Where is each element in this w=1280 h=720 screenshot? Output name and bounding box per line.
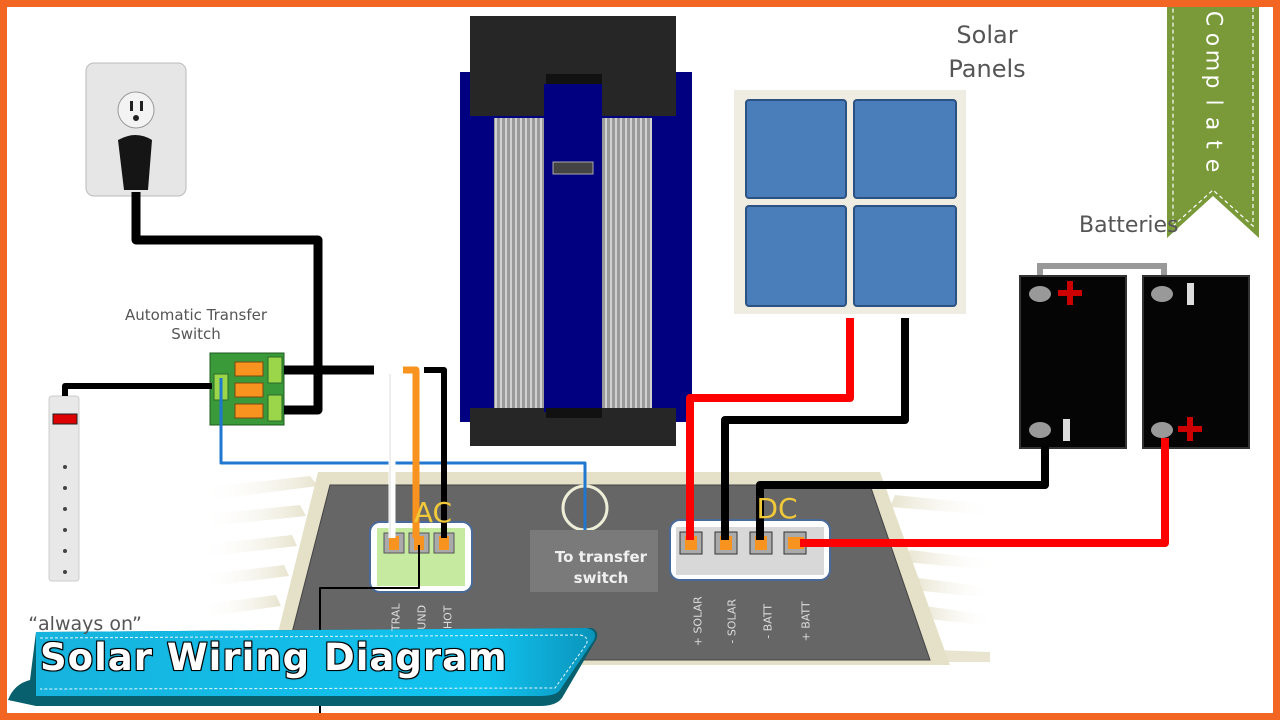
solar-cell — [853, 205, 957, 307]
batteries — [1019, 263, 1250, 449]
dc-terminal-neg-solar: - SOLAR — [725, 598, 739, 644]
solar-label-line1: Solar — [956, 21, 1018, 49]
wall-outlet — [85, 62, 187, 197]
power-strip — [48, 395, 80, 582]
complate-ribbon — [1167, 7, 1259, 238]
to-transfer-line1: To transfer — [554, 548, 648, 566]
heat-fins-left — [200, 476, 318, 616]
wires — [62, 192, 1169, 713]
inverter — [460, 16, 692, 446]
wire-signal — [219, 378, 587, 530]
diagram-frame: Solar Panels Batteries Automatic Transfe… — [7, 7, 1273, 713]
solar-cell — [853, 99, 957, 199]
plus-icon — [1058, 281, 1082, 305]
transfer-switch-line2: Switch — [171, 325, 221, 344]
wire-solar-negative — [721, 318, 909, 540]
solar-panels-label: Solar Panels — [937, 21, 1037, 83]
to-transfer-line2: switch — [573, 569, 629, 588]
ac-label: AC — [413, 496, 453, 529]
solar-cell — [745, 99, 847, 199]
ac-terminal-hot: HOT — [441, 605, 455, 630]
wire-strip-to-switch — [62, 383, 212, 396]
ribbon-letter: e — [1200, 158, 1226, 173]
ac-terminal-block — [369, 521, 473, 593]
wire-outlet-to-switch — [131, 192, 323, 415]
wire-ground — [403, 366, 420, 538]
heat-fins-right — [890, 495, 995, 662]
transfer-label-box — [530, 530, 658, 592]
minus-icon — [1063, 419, 1070, 441]
wire-batt-positive — [800, 438, 1169, 547]
ac-terminal-ground: UND — [415, 604, 429, 630]
wire-hot — [424, 367, 447, 538]
solar-label-line2: Panels — [948, 54, 1026, 83]
title-banner — [8, 628, 598, 706]
page-title: Solar Wiring Diagram — [39, 635, 508, 680]
battery-2 — [1142, 275, 1250, 449]
transfer-switch-line1: Automatic Transfer — [124, 306, 267, 324]
wire-solar-positive — [686, 318, 854, 540]
transfer-switch-label: Automatic Transfer Switch — [103, 306, 289, 344]
ribbon-label: C o m p l a t e — [1196, 8, 1230, 176]
minus-icon — [1187, 283, 1194, 305]
batteries-label: Batteries — [1079, 213, 1179, 238]
always-on-label: “always on” — [28, 613, 142, 635]
ac-terminal-neutral: TRAL — [389, 603, 403, 632]
wire-batt-negative — [756, 446, 1049, 540]
wiring-diagram — [8, 7, 1259, 713]
dc-terminal-neg-batt: - BATT — [761, 603, 775, 639]
dc-terminal-pos-solar: + SOLAR — [691, 596, 705, 647]
dc-terminal-pos-batt: + BATT — [799, 601, 813, 642]
dc-label: DC — [756, 492, 798, 525]
dc-terminal-block — [669, 519, 831, 581]
solar-panels — [734, 90, 966, 314]
solar-cell — [745, 205, 847, 307]
plus-icon — [1178, 417, 1202, 441]
to-transfer-switch-label: To transfer switch — [537, 548, 665, 588]
wire-neutral — [374, 366, 396, 538]
